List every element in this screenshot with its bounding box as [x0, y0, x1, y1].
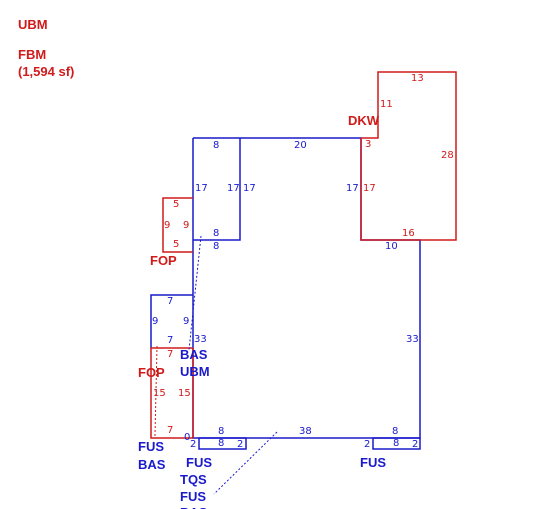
dim-wing-left: 17 [195, 183, 208, 194]
dim-bottom-left: 8 [218, 426, 225, 437]
fop-upper-outline [162, 197, 193, 253]
label-bas-top: BAS [180, 347, 208, 362]
dim-deck-bottom: 16 [402, 228, 415, 239]
leader-line-fop [154, 345, 158, 437]
label-fus-mid: FUS [186, 455, 212, 470]
dim-fop-upper-bottom: 5 [173, 239, 180, 250]
dim-bas-right: 9 [183, 316, 190, 327]
label-tqs: TQS [180, 472, 207, 487]
label-ubm-mid: UBM [180, 364, 210, 379]
dim-deck-jog: 3 [365, 139, 372, 150]
dim-wing-inner: 17 [227, 183, 240, 194]
dim-fop-lower-right: 15 [178, 388, 191, 399]
fop-lower-outline [150, 347, 193, 439]
dim-wing-jog-below: 8 [213, 241, 220, 252]
dim-fop-lower-bottom: 7 [167, 425, 174, 436]
dim-main-top: 20 [294, 140, 307, 151]
dim-deck-step: 11 [380, 99, 393, 110]
dim-fop-upper-top: 5 [173, 199, 180, 210]
label-bas-left: BAS [138, 457, 166, 472]
label-fus-left: FUS [138, 439, 164, 454]
dim-main-left: 33 [194, 334, 207, 345]
legend-fbm-area: (1,594 sf) [18, 64, 75, 79]
fus-small-box-left [198, 437, 247, 450]
dim-box-left-b: 2 [237, 439, 244, 450]
dim-box-right-a: 2 [364, 439, 371, 450]
dim-box-right-mid: 8 [393, 438, 400, 449]
label-fop-upper: FOP [150, 253, 177, 268]
dim-main-bottom: 38 [299, 426, 312, 437]
legend-fbm: FBM [18, 47, 47, 62]
legend-ubm: UBM [18, 17, 48, 32]
dim-main-step: 10 [385, 241, 398, 252]
dim-main-right: 33 [406, 334, 419, 345]
fus-small-box-right [372, 437, 421, 450]
dim-box-right-b: 2 [412, 439, 419, 450]
dim-main-upper-right: 17 [346, 183, 359, 194]
dim-wing-top: 8 [213, 140, 220, 151]
dim-deck-right: 28 [441, 150, 454, 161]
dim-fop-lower-top: 7 [167, 349, 174, 360]
label-fop-lower: FOP [138, 365, 165, 380]
dim-deck-left: 17 [363, 183, 376, 194]
dim-wing-jog: 8 [213, 228, 220, 239]
dim-bas-left: 9 [152, 316, 159, 327]
bas-box-outline [150, 294, 193, 348]
leader-line-fus [213, 431, 278, 495]
dim-fop-lower-left: 15 [153, 388, 166, 399]
dim-deck-top: 13 [411, 73, 424, 84]
dim-zero: 0 [184, 432, 191, 443]
label-fus-right: FUS [360, 455, 386, 470]
dim-bas-top: 7 [167, 296, 174, 307]
upper-wing-outline [193, 138, 241, 241]
dim-box-left-mid: 8 [218, 438, 225, 449]
deck-outline [360, 71, 457, 241]
dim-fop-upper-left: 9 [164, 220, 171, 231]
dim-wing-outer: 17 [243, 183, 256, 194]
label-dkw: DKW [348, 113, 380, 128]
label-bas-cut: BAS [180, 505, 207, 509]
dim-bas-bottom: 7 [167, 335, 174, 346]
dim-bottom-right: 8 [392, 426, 399, 437]
dim-box-left-a: 2 [190, 439, 197, 450]
dim-fop-upper-right: 9 [183, 220, 190, 231]
label-fus-stack: FUS [180, 489, 206, 504]
leader-line-bas [188, 235, 202, 351]
